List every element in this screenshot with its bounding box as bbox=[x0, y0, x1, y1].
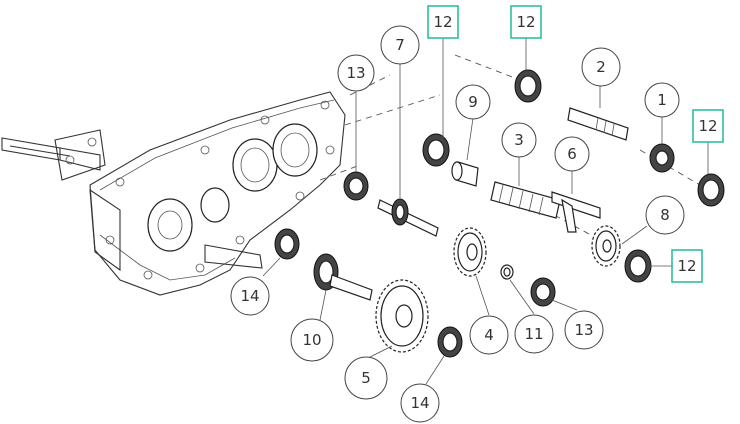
callout-4: 4 bbox=[469, 315, 509, 355]
bearing-12-lower bbox=[624, 249, 652, 283]
callout-12-right: 12 bbox=[692, 109, 724, 143]
callout-2: 2 bbox=[581, 47, 621, 87]
callout-label: 3 bbox=[514, 131, 524, 149]
callout-label: 6 bbox=[567, 145, 577, 163]
callout-label: 10 bbox=[302, 331, 321, 349]
bearing-13-right bbox=[530, 277, 556, 307]
pinion-shaft-part-10 bbox=[313, 253, 373, 301]
callout-11: 11 bbox=[514, 314, 554, 354]
gearbox-housing bbox=[1, 91, 346, 296]
spline-shaft-part-3 bbox=[490, 181, 561, 219]
gear-part-4 bbox=[453, 227, 487, 277]
callout-label: 13 bbox=[574, 321, 593, 339]
callout-13-right: 13 bbox=[564, 310, 604, 350]
large-gear-part-5 bbox=[375, 279, 429, 353]
callout-label: 5 bbox=[361, 369, 371, 387]
bearing-13-left bbox=[343, 171, 369, 201]
callout-label: 7 bbox=[395, 36, 405, 54]
bearing-14-left bbox=[274, 228, 300, 260]
callout-14-bottom: 14 bbox=[400, 383, 440, 423]
callout-12-lower: 12 bbox=[671, 249, 703, 283]
callout-label: 12 bbox=[516, 13, 535, 31]
callout-label: 11 bbox=[524, 325, 543, 343]
callout-10: 10 bbox=[290, 318, 334, 362]
callout-label: 12 bbox=[698, 117, 717, 135]
callout-label: 2 bbox=[596, 58, 606, 76]
callout-label: 1 bbox=[657, 91, 667, 109]
gear-part-8 bbox=[591, 225, 621, 267]
leader-lines bbox=[262, 38, 709, 385]
callout-label: 8 bbox=[660, 206, 670, 224]
shaft-part-2 bbox=[567, 107, 629, 141]
callout-13-left: 13 bbox=[337, 54, 375, 92]
bushing-part-1 bbox=[649, 143, 675, 173]
callout-5: 5 bbox=[344, 356, 388, 400]
bearing-12-upper bbox=[514, 69, 542, 103]
washer-part-11 bbox=[500, 264, 514, 280]
callout-label: 12 bbox=[677, 257, 696, 275]
callout-1: 1 bbox=[644, 82, 680, 118]
gear-shaft-part-7 bbox=[377, 198, 439, 237]
callout-label: 9 bbox=[468, 93, 478, 111]
callout-8: 8 bbox=[645, 195, 685, 235]
bearing-12-mid bbox=[422, 133, 450, 167]
callout-9: 9 bbox=[455, 84, 491, 120]
callout-label: 13 bbox=[346, 64, 365, 82]
callout-14-left: 14 bbox=[230, 276, 270, 316]
bearing-14-bottom bbox=[437, 326, 463, 358]
callout-label: 4 bbox=[484, 326, 494, 344]
shift-fork-part-6 bbox=[551, 191, 601, 233]
callout-3: 3 bbox=[501, 122, 537, 158]
callout-6: 6 bbox=[554, 136, 590, 172]
callout-label: 14 bbox=[240, 287, 259, 305]
callout-12-top-left: 12 bbox=[427, 5, 459, 39]
callout-12-top-right: 12 bbox=[510, 5, 542, 39]
callout-label: 14 bbox=[410, 394, 429, 412]
callout-label: 12 bbox=[433, 13, 452, 31]
callout-7: 7 bbox=[380, 25, 420, 65]
bearing-12-right bbox=[697, 173, 725, 207]
sleeve-part-9 bbox=[451, 161, 479, 187]
